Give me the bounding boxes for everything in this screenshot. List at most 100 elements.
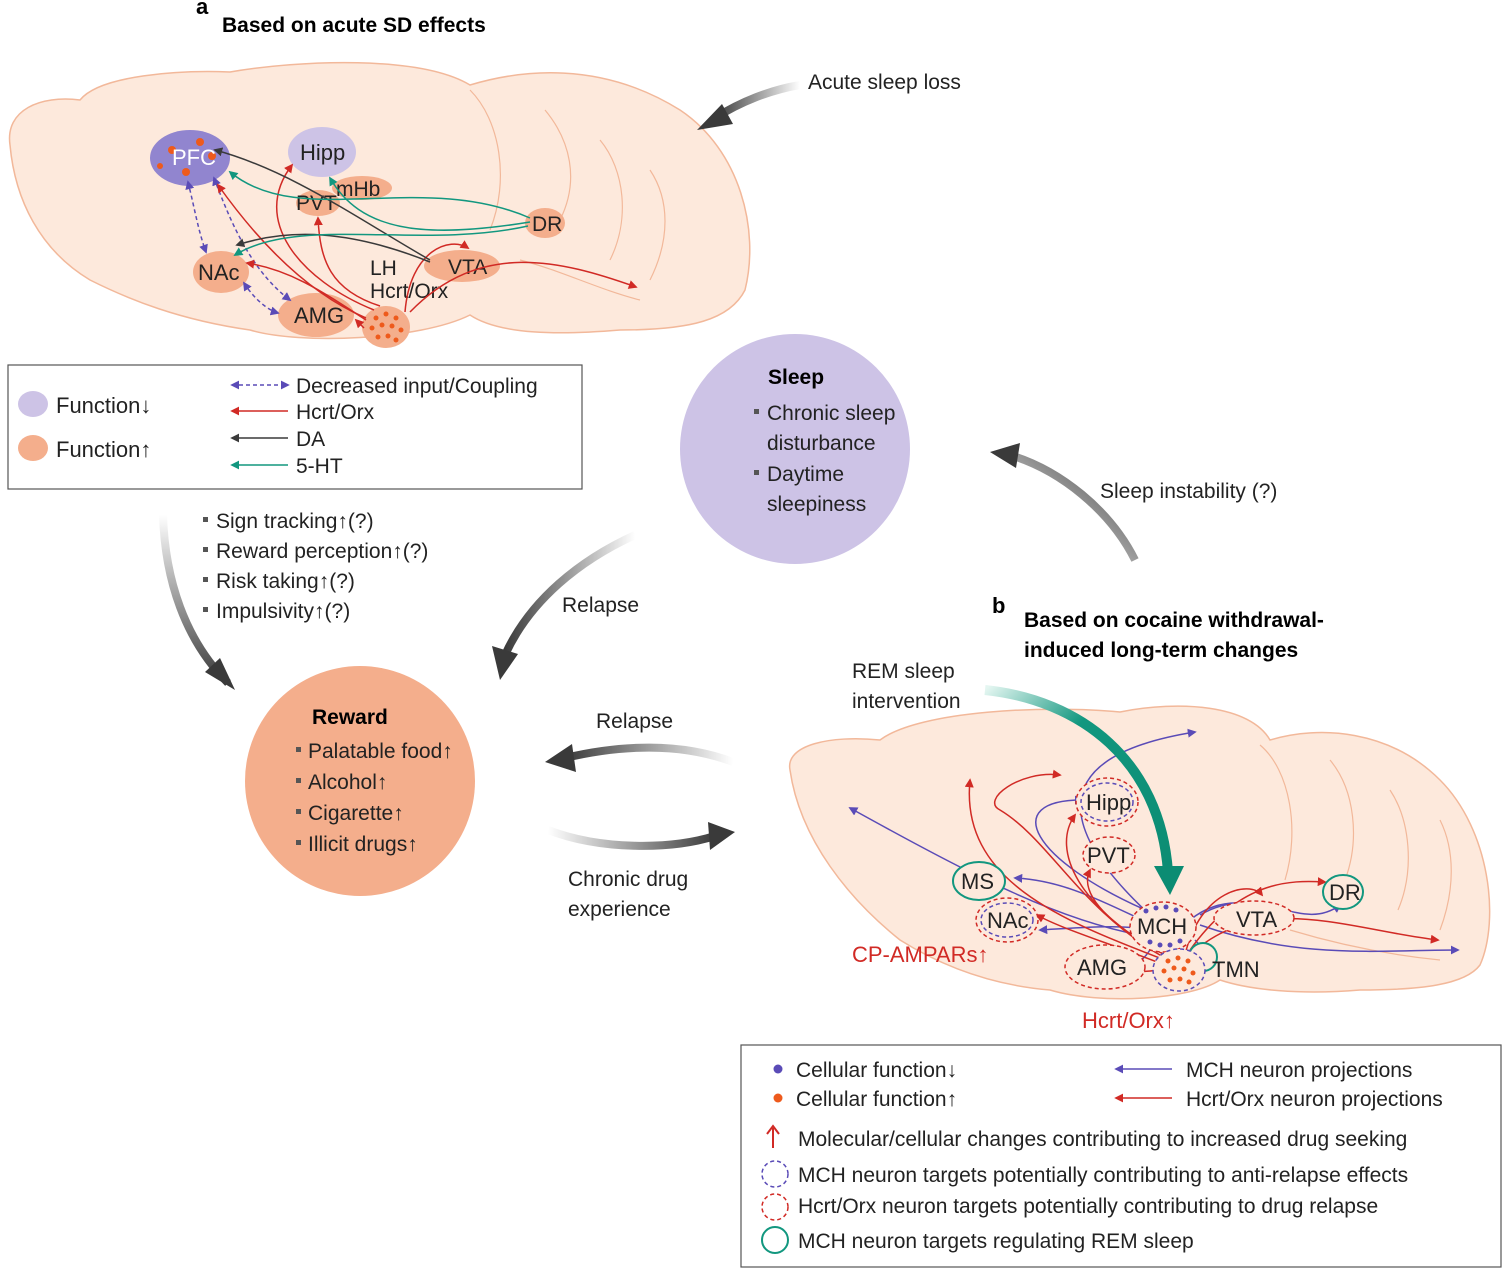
cell-down-dot [773, 1064, 783, 1074]
panel-b-projections [848, 728, 1460, 976]
mch-nac [1038, 925, 1139, 935]
panel-b-letter: b [992, 593, 1005, 618]
sleep-title: Sleep [768, 366, 824, 389]
amg-label: AMG [294, 303, 344, 328]
ms-b-region [952, 861, 1006, 901]
molecular-arrow-icon [766, 1124, 780, 1148]
rem-label-1: REM sleep [852, 660, 955, 683]
rem-intervention-arrow-head [1154, 866, 1184, 895]
nac-b-label: NAc [987, 908, 1029, 933]
cell-up-label: Cellular function↑ [796, 1088, 957, 1111]
hcrt-dr-b [1189, 877, 1327, 951]
amg-region [278, 293, 354, 337]
pfc-dot [168, 146, 176, 154]
pvt-region [296, 190, 340, 216]
pvt-b-region [1082, 836, 1136, 874]
brain-b [789, 705, 1491, 1000]
hcrt-cortex [964, 778, 1166, 961]
sleep-item-2b: sleepiness [767, 493, 866, 516]
rem-intervention-arrow [984, 685, 1173, 873]
sleep-item-1a: Chronic sleep [767, 402, 895, 425]
dr-region [525, 208, 565, 238]
function-down-swatch [18, 391, 48, 417]
dr-hipp-5ht [329, 176, 531, 231]
rem-targets-icon [761, 1226, 789, 1254]
arrow-sleep-relapse-head [492, 646, 518, 680]
cerebellum-a-folds [469, 89, 666, 301]
arrow-sleep-instability-head [990, 443, 1020, 468]
nac-b-region [975, 897, 1039, 943]
mch-ms [1013, 873, 1139, 919]
dr-nac-5ht [233, 225, 529, 256]
hipp-b-region-inner [1080, 782, 1134, 822]
arrow-acute-sleep-loss-head [697, 104, 733, 130]
function-down-label: Function↓ [56, 393, 151, 418]
da-legend-label: DA [296, 428, 325, 451]
vta-b-label: VTA [1236, 907, 1277, 932]
relapse-mid-label: Relapse [596, 710, 673, 733]
hcrt-label: Hcrt/Orx [370, 280, 449, 303]
panel-a-title: Based on acute SD effects [222, 14, 486, 37]
hcrt-pvt [313, 216, 381, 307]
panel-a-legend [7, 364, 583, 490]
sleep-circle [680, 334, 910, 564]
bullet-sign-tracking: Sign tracking↑(?) [216, 510, 374, 533]
hcrt-legend-label: Hcrt/Orx [296, 401, 375, 424]
ms-b-label: MS [961, 869, 994, 894]
rem-targets-label: MCH neuron targets regulating REM sleep [798, 1230, 1194, 1253]
hcrt-nac [245, 259, 367, 321]
nac-label: NAc [198, 260, 240, 285]
arrow-sleep-relapse [501, 531, 637, 657]
chronic-drug-label-2: experience [568, 898, 671, 921]
hcrt-up-label: Hcrt/Orx↑ [1082, 1008, 1175, 1033]
hcrt-pfc [216, 183, 367, 319]
pfc-nac-dashed [185, 180, 208, 254]
bullet-risk-taking: Risk taking↑(?) [216, 570, 355, 593]
mch-targets-label: MCH neuron targets potentially contribut… [798, 1164, 1408, 1187]
5ht-legend-label: 5-HT [296, 455, 343, 478]
pfc-region [150, 130, 230, 186]
hcrt-b-dots [1161, 955, 1196, 985]
hcrt-proj-label: Hcrt/Orx neuron projections [1186, 1088, 1443, 1111]
acute-sleep-loss-label: Acute sleep loss [808, 71, 961, 94]
lh-hcrt-dots [369, 311, 404, 343]
vta-label: VTA [448, 256, 487, 279]
pvt-label: PVT [296, 192, 337, 215]
arrow-chronic-drug-head [708, 822, 735, 850]
sleep-item-2a: Daytime [767, 463, 844, 486]
decreased-label: Decreased input/Coupling [296, 375, 538, 398]
amg-b-label: AMG [1077, 955, 1127, 980]
panel-b-legend [740, 1044, 1502, 1268]
cerebellum-b-folds [1259, 744, 1452, 961]
reward-title: Reward [312, 706, 388, 729]
hipp-b-region [1075, 777, 1139, 827]
molecular-label: Molecular/cellular changes contributing … [798, 1128, 1407, 1151]
pfc-dot [196, 138, 204, 146]
pfc-label: PFC [172, 145, 216, 170]
bullet-impulsivity: Impulsivity↑(?) [216, 600, 350, 623]
cp-ampars-label: CP-AMPARs↑ [852, 942, 989, 967]
pvt-b-label: PVT [1087, 843, 1130, 868]
sleep-item-1b: disturbance [767, 432, 876, 455]
hcrt-nac-b [1035, 914, 1166, 966]
sleep-instability-label: Sleep instability (?) [1100, 480, 1277, 503]
panel-a-letter: a [196, 0, 209, 19]
mch-targets-icon [761, 1160, 789, 1188]
dr-pfc-5ht [228, 170, 531, 219]
vta-b-region [1213, 900, 1295, 936]
arrow-acute-sleep-loss [712, 81, 801, 122]
hcrt-targets-label: Hcrt/Orx neuron targets potentially cont… [798, 1195, 1378, 1218]
dr-label: DR [532, 213, 562, 236]
arrow-relapse-mid-head [545, 744, 576, 772]
bullet-reward-perception: Reward perception↑(?) [216, 540, 428, 563]
pfc-dot [182, 168, 190, 176]
arrow-relapse-mid [564, 743, 735, 766]
panel-b-title-1: Based on cocaine withdrawal- [1024, 609, 1324, 632]
cell-up-dot [773, 1093, 783, 1103]
hcrt-targets-icon [761, 1193, 789, 1221]
arrow-chronic-drug [546, 826, 717, 850]
mch-dots [1143, 904, 1183, 948]
mch-cortex [848, 807, 1141, 936]
behavior-bullets: Sign tracking↑(?) Reward perception↑(?) … [203, 510, 428, 623]
mch-proj-label: MCH neuron projections [1186, 1059, 1412, 1082]
